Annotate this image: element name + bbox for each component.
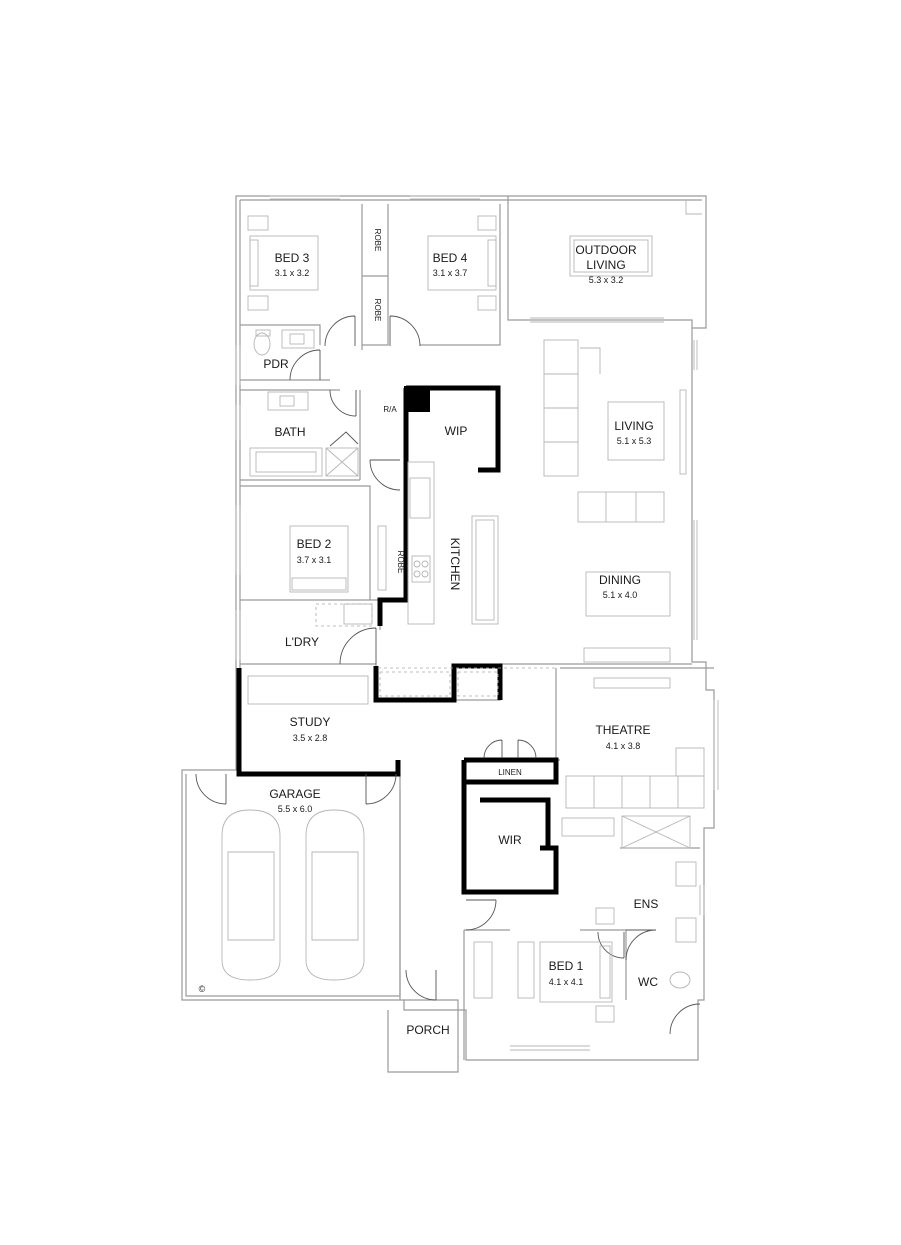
kitchen-label: KITCHEN (448, 538, 462, 591)
theatre-name: THEATRE (595, 723, 650, 737)
living-name: LIVING (614, 419, 653, 433)
robe-c-label: ROBE (396, 551, 405, 574)
pdr-label: PDR (263, 357, 289, 371)
robe-a-label: ROBE (373, 229, 382, 252)
thick-walls (236, 385, 559, 895)
outdoor-name-1: OUTDOOR (575, 243, 637, 257)
room-labels: BED 3 3.1 x 3.2 BED 4 3.1 x 3.7 OUTDOOR … (199, 229, 659, 1037)
bed4-name: BED 4 (433, 251, 468, 265)
dining-name: DINING (599, 573, 641, 587)
fixtures (221, 215, 705, 1023)
garage-name: GARAGE (269, 787, 320, 801)
theatre-dims: 4.1 x 3.8 (606, 741, 641, 751)
bath-label: BATH (274, 425, 305, 439)
porch-label: PORCH (406, 1023, 449, 1037)
study-dims: 3.5 x 2.8 (293, 733, 328, 743)
bed2-dims: 3.7 x 3.1 (297, 555, 332, 565)
study-name: STUDY (290, 715, 331, 729)
living-dims: 5.1 x 5.3 (617, 436, 652, 446)
wip-label: WIP (445, 424, 468, 438)
windows (235, 195, 719, 1051)
interior-walls (240, 204, 714, 1060)
ldry-label: L'DRY (285, 635, 319, 649)
robe-b-label: ROBE (373, 299, 382, 322)
doors (195, 315, 701, 1035)
garage-dims: 5.5 x 6.0 (278, 804, 313, 814)
ra-label: R/A (383, 405, 397, 414)
copyright-mark: © (199, 984, 206, 994)
wc-label: WC (638, 975, 658, 989)
outdoor-name-2: LIVING (586, 258, 625, 272)
ens-label: ENS (634, 897, 659, 911)
outer-walls (181, 195, 715, 1073)
bed4-dims: 3.1 x 3.7 (433, 268, 468, 278)
bed1-dims: 4.1 x 4.1 (549, 977, 584, 987)
bed3-name: BED 3 (275, 251, 310, 265)
bed1-name: BED 1 (549, 959, 584, 973)
bed3-dims: 3.1 x 3.2 (275, 268, 310, 278)
dining-dims: 5.1 x 4.0 (603, 590, 638, 600)
bed2-name: BED 2 (297, 537, 332, 551)
wir-label: WIR (498, 833, 522, 847)
linen-label: LINEN (498, 768, 522, 777)
outdoor-dims: 5.3 x 3.2 (589, 275, 624, 285)
